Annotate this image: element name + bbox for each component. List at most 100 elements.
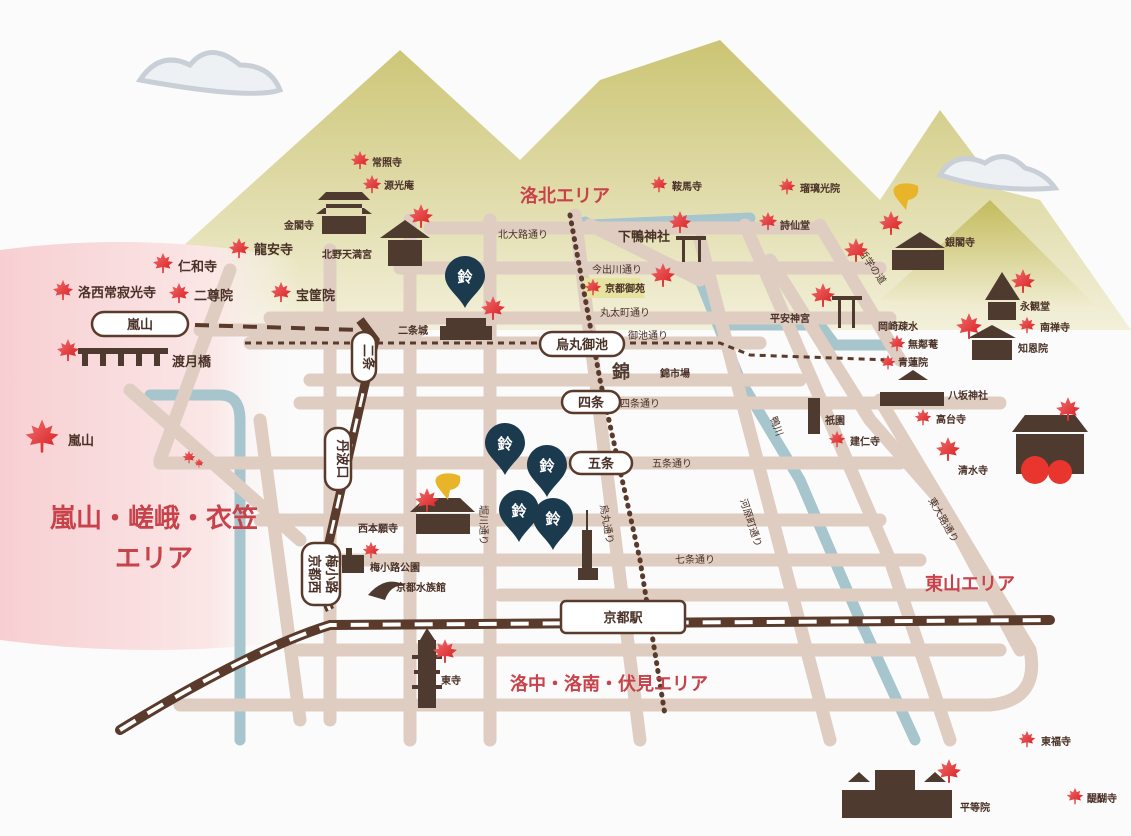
map-pin[interactable]: 鈴 [527,445,567,497]
svg-text:京都御苑: 京都御苑 [605,282,645,295]
spot-arashiyama[interactable]: 嵐山 [25,419,204,468]
toji-pagoda-icon [412,628,442,708]
kitano-shrine-icon [380,220,430,266]
spot-kiyomizu[interactable]: 清水寺 [936,397,1080,477]
station-arashiyama[interactable]: 嵐山 [90,310,190,338]
svg-text:北野天満宮: 北野天満宮 [322,248,372,261]
nishiki-logo-icon: 錦 [612,361,630,383]
svg-text:鈴: 鈴 [511,502,527,520]
spots: 常照寺 源光庵 金閣寺 北野天満宮 龍安寺 仁和寺 洛西常寂光寺 二尊院 宝筐院… [25,150,1117,814]
spot-togetsukyo[interactable]: 渡月橋 [57,339,212,370]
spot-shimogamo[interactable]: 下鴨神社 [618,211,691,245]
svg-text:嵐山: 嵐山 [67,433,94,449]
svg-text:丹波口: 丹波口 [334,439,350,478]
station-shijo[interactable]: 四条 [560,389,622,415]
svg-text:詩仙堂: 詩仙堂 [780,219,810,232]
spot-toji[interactable]: 東寺 [433,639,461,687]
pins: 鈴 鈴 鈴 鈴 鈴 [445,256,573,550]
spot-nijojo[interactable]: 二条城 [398,296,505,337]
spot-ginkakuji[interactable]: 銀閣寺 [844,211,975,262]
spot-hokyoin[interactable]: 宝筐院 [270,281,335,304]
svg-text:鈴: 鈴 [457,268,473,286]
station-umekoji-kyotonishi[interactable]: 梅小路 京都西 [300,541,342,607]
svg-text:瑠璃光院: 瑠璃光院 [800,182,840,195]
spot-ryoanji[interactable]: 龍安寺 [228,237,293,259]
map-pin[interactable]: 鈴 [499,490,539,542]
spot-shorenin[interactable]: 青蓮院 [880,354,928,370]
station-gojo[interactable]: 五条 [568,450,634,476]
spot-nanzenji[interactable]: 南禅寺 [1018,316,1070,334]
area-label-rakuhoku: 洛北エリア [520,185,610,207]
spot-aquarium[interactable]: 京都水族館 [396,581,446,594]
svg-text:知恩院: 知恩院 [1017,342,1048,355]
svg-text:平等院: 平等院 [960,801,990,814]
svg-text:醍醐寺: 醍醐寺 [1087,792,1117,805]
spot-kuramadera[interactable]: 鞍馬寺 [650,175,702,193]
map-pin[interactable]: 鈴 [485,423,525,475]
svg-text:錦市場: 錦市場 [659,367,690,380]
area-label-arashiyama-2: エリア [115,544,193,574]
eikando-pagoda-icon [985,272,1020,320]
spot-daigoji[interactable]: 醍醐寺 [1066,787,1117,805]
spot-genkoan[interactable]: 源光庵 [362,174,415,194]
spot-jojakkoji[interactable]: 洛西常寂光寺 [52,279,156,301]
svg-text:金閣寺: 金閣寺 [283,219,314,232]
station-nijo[interactable]: 二条 [350,330,378,384]
steam-train-icon [342,548,364,573]
spot-byodoin[interactable]: 平等院 [937,759,990,814]
svg-text:鈴: 鈴 [539,457,555,475]
nijojo-castle-icon [440,318,492,340]
spot-nishihonganji[interactable]: 西本願寺 [358,488,439,535]
kiyomizu-temple-icon [1012,415,1088,484]
spot-eikando[interactable]: 永観堂 [1011,269,1050,313]
street-oike: 御池通り [628,329,668,342]
spot-heian[interactable]: 平安神宮 [770,283,835,325]
spot-nisonin[interactable]: 二尊院 [168,282,233,304]
gion-lantern-icon [808,398,820,434]
torii-shimogamo-icon [676,236,706,262]
buildings: 錦 [78,183,1088,818]
spot-kenninji[interactable]: 建仁寺 [828,430,880,448]
svg-text:鞍馬寺: 鞍馬寺 [672,180,702,193]
station-karasuma-oike[interactable]: 烏丸御池 [538,330,626,358]
map-pin[interactable]: 鈴 [445,256,485,308]
station-kyoto[interactable]: 京都駅 [559,599,687,635]
spot-kodaiji[interactable]: 高台寺 [914,408,966,426]
spot-okazaki[interactable]: 岡崎疎水 [878,320,919,333]
svg-text:八坂神社: 八坂神社 [947,389,988,402]
spot-shisendo[interactable]: 詩仙堂 [758,211,810,232]
svg-text:平安神宮: 平安神宮 [770,312,810,325]
street-gojo: 五条通り [652,457,692,470]
station-tambaguchi[interactable]: 丹波口 [323,426,353,492]
spot-yasaka[interactable]: 八坂神社 [947,389,988,402]
spot-kinkakuji[interactable]: 金閣寺 [283,219,314,232]
svg-text:南禅寺: 南禅寺 [1040,321,1070,334]
cloud-icon [135,50,1060,192]
spot-ninnaji[interactable]: 仁和寺 [152,252,217,275]
svg-text:岡崎疎水: 岡崎疎水 [878,320,919,333]
spot-kitano[interactable]: 北野天満宮 [322,204,433,261]
spot-murinan[interactable]: 無鄰菴 [888,334,939,352]
area-label-arashiyama: 嵐山・嵯峨・衣笠 [50,503,258,534]
svg-text:五条: 五条 [588,456,615,472]
svg-text:銀閣寺: 銀閣寺 [945,236,975,249]
svg-text:二尊院: 二尊院 [194,288,233,304]
spot-chionin[interactable]: 知恩院 [956,313,1048,355]
spot-joshoji[interactable]: 常照寺 [350,150,402,170]
spot-nishiki[interactable]: 錦市場 [659,367,690,380]
spot-rurikoin[interactable]: 瑠璃光院 [778,177,840,195]
maple-icon [936,437,960,461]
spot-tofukuji[interactable]: 東福寺 [1018,730,1071,748]
spot-gion[interactable]: 祇園 [824,414,845,427]
svg-text:梅小路公園: 梅小路公園 [370,561,420,574]
map-pin[interactable]: 鈴 [533,498,573,550]
area-label-higashiyama: 東山エリア [925,573,1015,595]
byodoin-temple-icon [842,770,952,818]
svg-text:源光庵: 源光庵 [384,179,415,192]
chionin-building-icon [968,325,1016,360]
svg-text:錦: 錦 [612,361,630,383]
togetsukyo-bridge-icon [78,348,168,366]
spot-gyoen[interactable]: 京都御苑 [584,263,675,296]
spot-umekoji-park[interactable]: 梅小路公園 [362,541,420,574]
